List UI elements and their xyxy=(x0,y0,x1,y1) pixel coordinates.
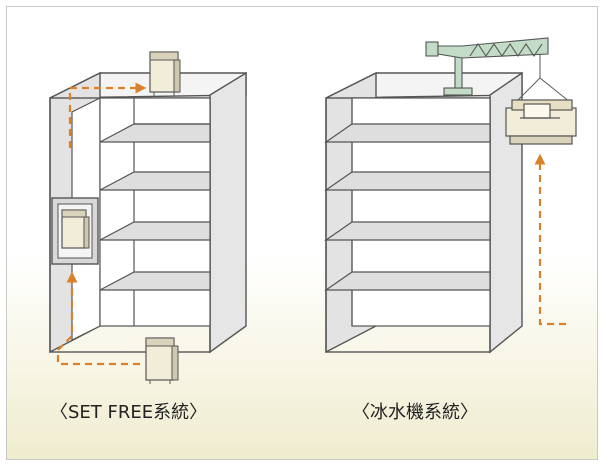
caption-set-free: 〈SET FREE系統〉 xyxy=(50,402,208,423)
tower-crane-icon xyxy=(425,37,571,103)
lift-arrow-icon xyxy=(534,153,566,326)
route-arrow-icon xyxy=(56,82,147,366)
chiller-unit-icon xyxy=(505,99,577,145)
right-building xyxy=(324,71,523,354)
right-floors xyxy=(324,123,491,291)
caption-chiller: 〈冰水機系統〉 xyxy=(352,402,478,423)
outdoor-unit-icon xyxy=(61,51,181,384)
